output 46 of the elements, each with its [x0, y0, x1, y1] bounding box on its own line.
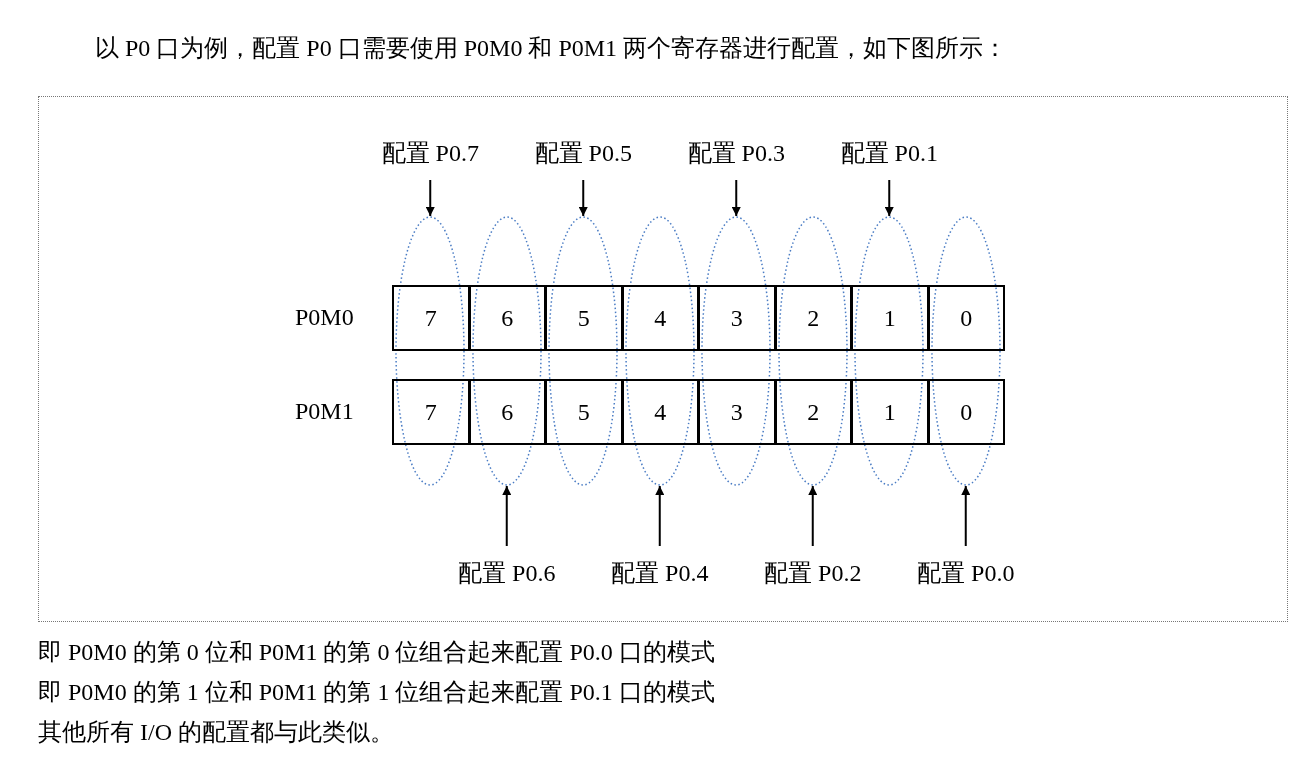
- bit-cell: 5: [545, 285, 623, 351]
- intro-text: 以 P0 口为例，配置 P0 口需要使用 P0M0 和 P0M1 两个寄存器进行配置，如下图所示：: [95, 34, 1008, 63]
- dotted-ellipse: [395, 216, 466, 486]
- arrow: [502, 485, 512, 547]
- bit-cell: 2: [774, 285, 852, 351]
- arrow: [655, 485, 665, 547]
- bit-label: 配置 P0.7: [381, 138, 479, 168]
- bit-cell: 1: [851, 285, 929, 351]
- bit-label: 配置 P0.4: [611, 558, 709, 588]
- dotted-ellipse: [548, 216, 619, 486]
- note-text: 其他所有 I/O 的配置都与此类似。: [38, 718, 394, 747]
- bit-label: 配置 P0.3: [687, 138, 785, 168]
- bit-cell: 6: [468, 379, 546, 445]
- bit-cell: 2: [774, 379, 852, 445]
- bit-label: 配置 P0.2: [764, 558, 862, 588]
- bit-cell: 3: [698, 285, 776, 351]
- bit-cell: 4: [621, 379, 699, 445]
- bit-cell: 0: [927, 379, 1005, 445]
- dotted-ellipse: [854, 216, 925, 486]
- bit-cell: 1: [851, 379, 929, 445]
- arrow: [425, 179, 435, 217]
- arrow: [884, 179, 894, 217]
- bit-cell: 5: [545, 379, 623, 445]
- bit-label: 配置 P0.1: [840, 138, 938, 168]
- bit-cell: 4: [621, 285, 699, 351]
- arrow: [731, 179, 741, 217]
- arrow: [578, 179, 588, 217]
- dotted-ellipse: [701, 216, 772, 486]
- bit-label: 配置 P0.6: [458, 558, 556, 588]
- bit-cell: 0: [927, 285, 1005, 351]
- arrow: [808, 485, 818, 547]
- bit-label: 配置 P0.0: [917, 558, 1015, 588]
- dotted-ellipse: [777, 216, 848, 486]
- note-text: 即 P0M0 的第 1 位和 P0M1 的第 1 位组合起来配置 P0.1 口的模式: [38, 678, 715, 707]
- note-text: 即 P0M0 的第 0 位和 P0M1 的第 0 位组合起来配置 P0.0 口的模式: [38, 638, 715, 667]
- bit-cell: 3: [698, 379, 776, 445]
- dotted-ellipse: [624, 216, 695, 486]
- arrow: [961, 485, 971, 547]
- dotted-ellipse: [930, 216, 1001, 486]
- bit-cell: 6: [468, 285, 546, 351]
- register-name: P0M0: [295, 303, 354, 332]
- dotted-ellipse: [471, 216, 542, 486]
- bit-label: 配置 P0.5: [534, 138, 632, 168]
- bit-cell: 7: [392, 285, 470, 351]
- register-name: P0M1: [295, 397, 354, 426]
- bit-cell: 7: [392, 379, 470, 445]
